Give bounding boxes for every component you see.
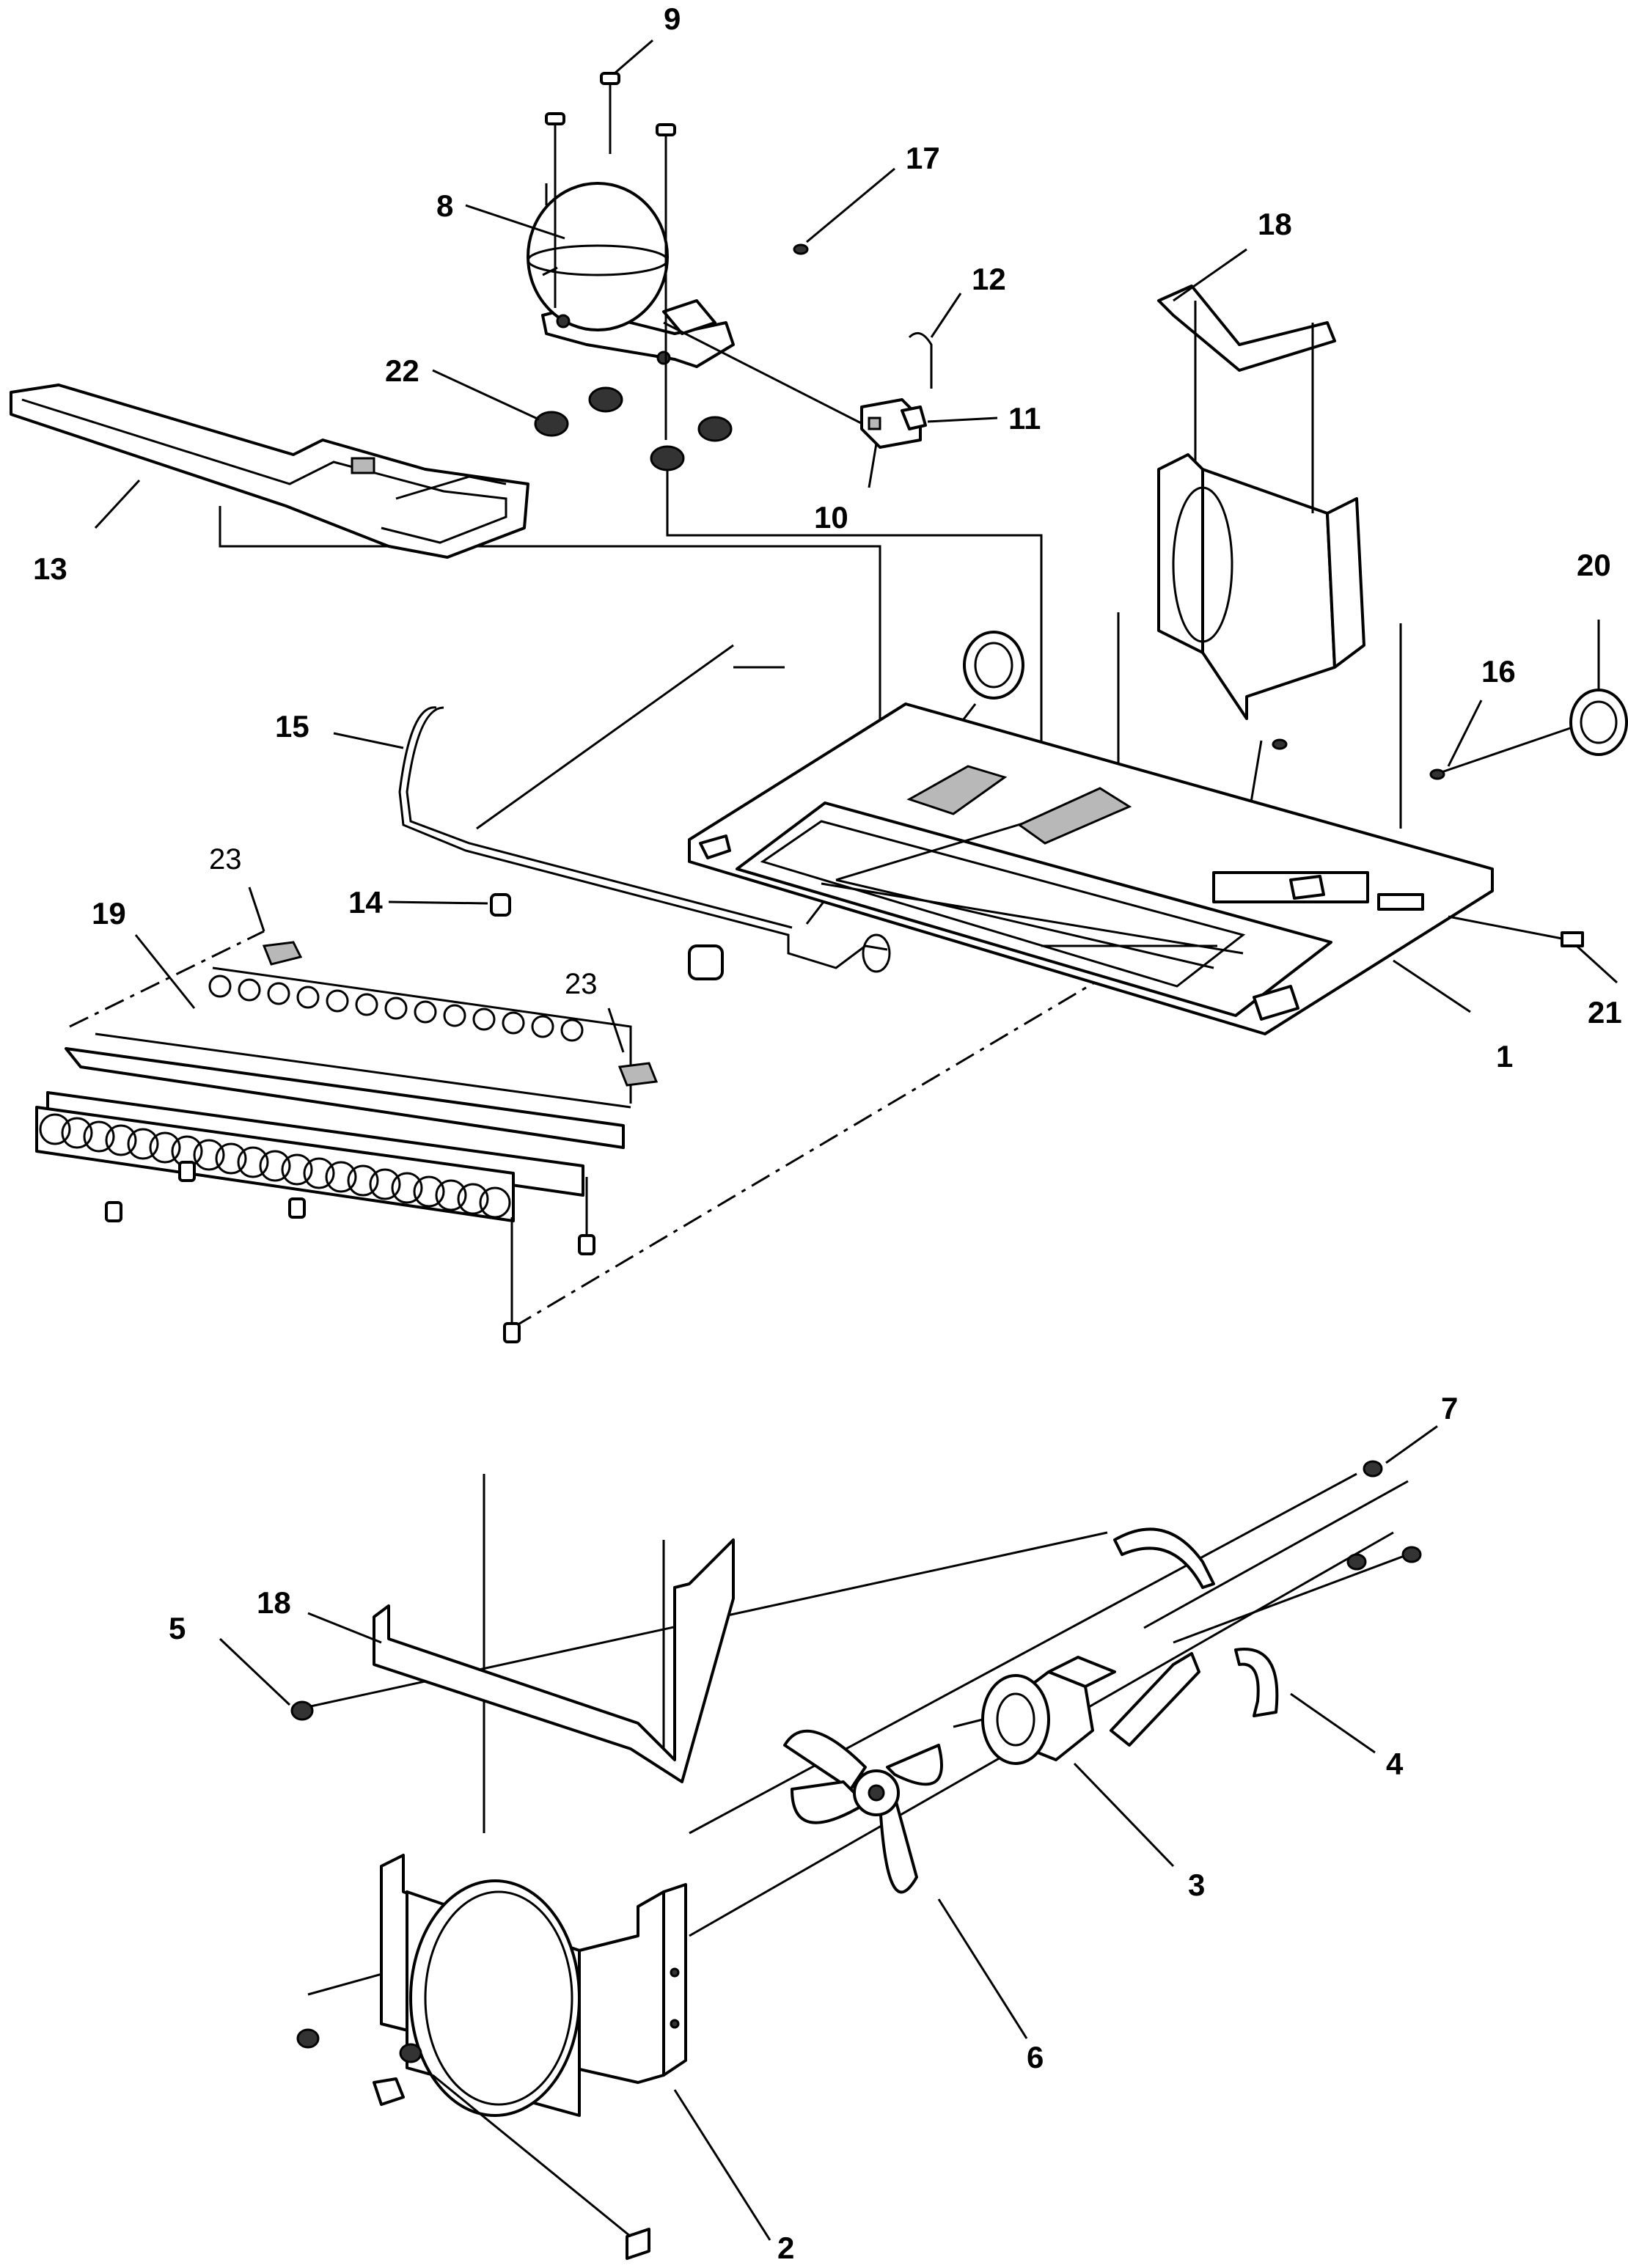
screw-icon <box>290 1700 422 2063</box>
callout-9: 9 <box>664 1 681 36</box>
roller-icon <box>963 631 1628 756</box>
callout-1: 1 <box>1496 1039 1513 1074</box>
motor-bracket-icon <box>1110 1527 1279 1747</box>
alignment-line <box>513 952 1145 1329</box>
screw-icon <box>1346 1460 1422 1571</box>
tubing-icon <box>398 706 891 973</box>
condenser-coil-icon <box>35 966 632 1343</box>
callout-18-top: 18 <box>1258 207 1292 241</box>
overload-icon <box>901 405 927 430</box>
callout-18-bottom: 18 <box>257 1585 291 1620</box>
callout-23-right: 23 <box>565 968 598 1000</box>
callout-2: 2 <box>777 2231 794 2265</box>
callout-12: 12 <box>972 262 1006 296</box>
fan-motor-icon <box>953 1656 1116 1765</box>
callout-15: 15 <box>275 709 309 744</box>
baffle-icon <box>373 1538 735 1783</box>
alignment-line <box>69 930 265 1028</box>
callout-14: 14 <box>348 885 383 920</box>
pin-icon <box>1448 915 1584 947</box>
callout-13: 13 <box>33 551 67 586</box>
callout-7: 7 <box>1441 1391 1458 1425</box>
callout-22: 22 <box>385 353 419 388</box>
coil-spacer-icon <box>262 941 659 1087</box>
base-plate-icon <box>688 702 1494 1035</box>
clip-icon <box>908 331 933 389</box>
callout-20: 20 <box>1577 548 1611 582</box>
callout-8: 8 <box>436 188 453 223</box>
grommet-icon <box>534 386 733 471</box>
compressor-icon <box>527 182 866 427</box>
screw-icon <box>793 243 809 255</box>
callout-labels: 1 2 3 4 5 6 7 8 9 10 11 12 13 14 15 16 1… <box>33 1 1622 2265</box>
callout-11: 11 <box>1008 401 1041 436</box>
fan-shroud-icon <box>373 1854 687 2260</box>
callout-17: 17 <box>906 141 940 175</box>
clamp-icon <box>490 893 724 980</box>
callout-19: 19 <box>92 896 126 931</box>
screw-icon <box>1272 738 1445 780</box>
callout-3: 3 <box>1188 1868 1205 1902</box>
callout-5: 5 <box>169 1611 186 1645</box>
callout-23-left: 23 <box>209 843 242 876</box>
callout-21: 21 <box>1588 995 1622 1030</box>
baffle-icon <box>1157 285 1365 720</box>
fan-blade-icon <box>783 1729 943 1894</box>
callout-6: 6 <box>1027 2040 1044 2074</box>
callout-10: 10 <box>814 500 848 535</box>
bolt-icon <box>545 72 676 440</box>
callout-16: 16 <box>1481 654 1516 689</box>
leader-lines <box>94 39 1618 2241</box>
callout-4: 4 <box>1386 1747 1404 1781</box>
drain-pan-icon <box>10 383 529 559</box>
